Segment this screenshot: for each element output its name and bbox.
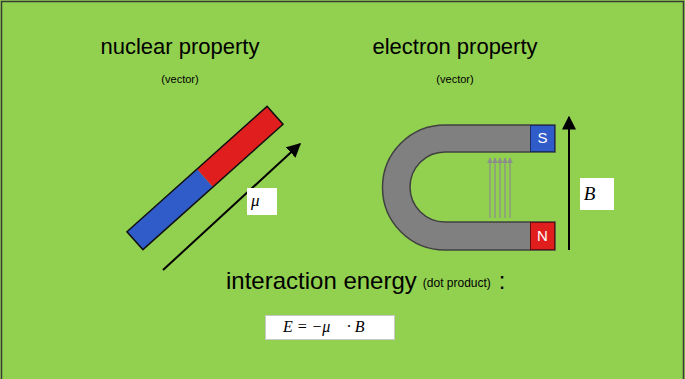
subheading: (vector) — [161, 73, 198, 86]
colon: : — [499, 267, 506, 295]
south-pole: S — [530, 125, 555, 152]
note: (dot product) — [423, 277, 491, 291]
vector-label: B⃗ — [580, 178, 614, 210]
subheading: (vector) — [436, 73, 473, 86]
heading: electron property — [372, 34, 537, 59]
vector-label: μ⃗ — [247, 188, 277, 215]
magnet-south-half — [127, 169, 213, 250]
heading: interaction energy — [226, 267, 417, 295]
field-lines — [490, 158, 510, 218]
field-arrow — [568, 117, 570, 250]
magnet-outline — [127, 106, 283, 249]
heading: nuclear property — [101, 34, 260, 59]
node-text: S — [537, 130, 547, 147]
formula-box: E = −μ⃗ · B⃗ — [265, 315, 395, 340]
horseshoe-magnet — [383, 125, 555, 250]
node-text: E = −μ⃗ · B⃗ — [283, 318, 377, 336]
node-text: μ⃗ — [251, 192, 273, 211]
node-text: N — [537, 228, 548, 245]
node-text: B⃗ — [584, 184, 610, 205]
north-pole: N — [530, 222, 555, 250]
magnet-north-half — [197, 106, 283, 187]
bar-magnet — [127, 106, 283, 249]
moment-arrow — [163, 144, 300, 270]
